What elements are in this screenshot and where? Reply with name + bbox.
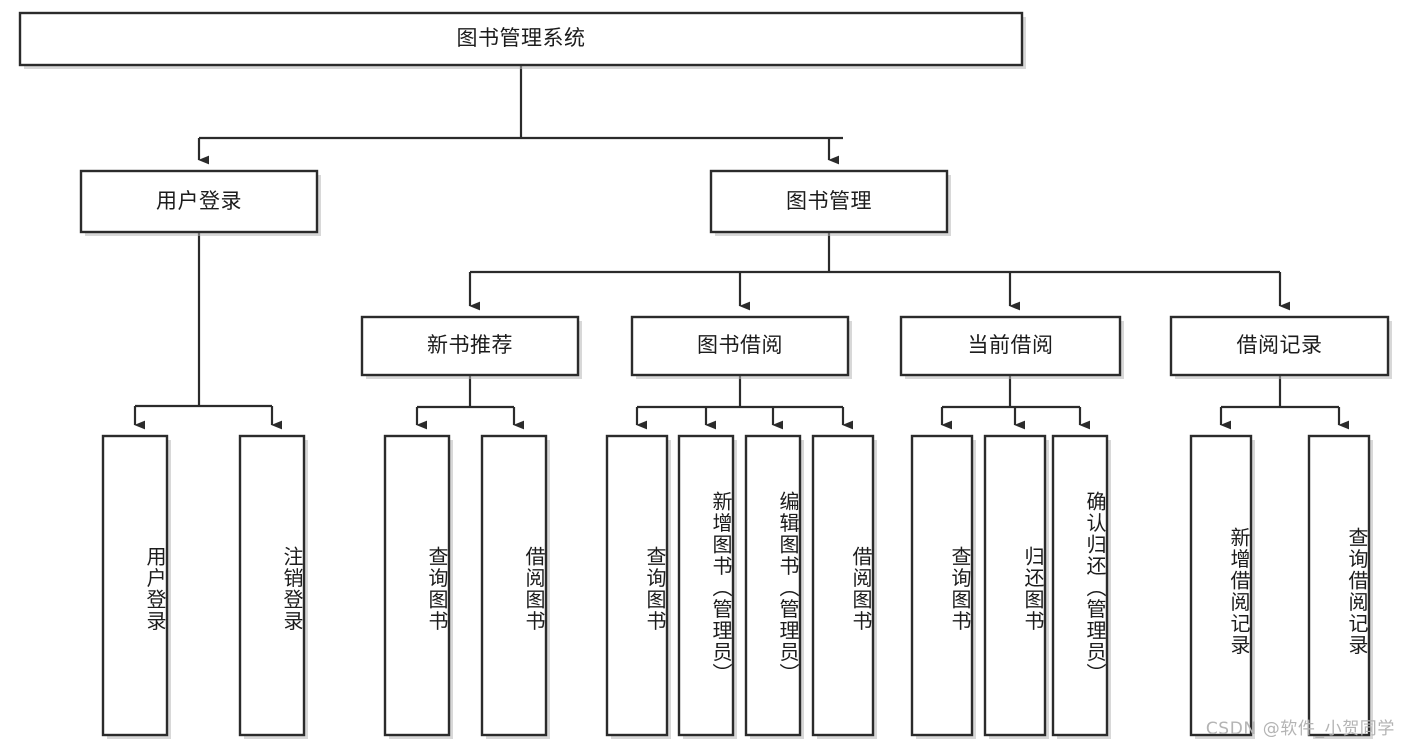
node-leaf-add-record[interactable] [1189, 434, 1255, 739]
node-book-borrow[interactable] [630, 315, 852, 379]
node-leaf-query-record[interactable] [1307, 434, 1373, 739]
node-leaf-query-book-3[interactable] [910, 434, 976, 739]
node-borrow-record[interactable] [1169, 315, 1392, 379]
edge-book-borrow-to-leaves [635, 375, 854, 430]
node-leaf-user-logout[interactable] [238, 434, 308, 739]
csdn-watermark: CSDN @软件_小贺同学 [1205, 719, 1395, 739]
node-leaf-confirm-return[interactable] [1051, 434, 1111, 739]
node-leaf-borrow-book-2[interactable] [811, 434, 877, 739]
edge-current-borrow-to-leaves [940, 375, 1091, 430]
node-layer [18, 11, 1392, 739]
edge-new-book-rec-to-leaves [415, 375, 525, 430]
node-leaf-add-book[interactable] [677, 434, 737, 739]
node-book-manage[interactable] [709, 169, 951, 236]
node-leaf-query-book-1[interactable] [383, 434, 453, 739]
node-leaf-query-book-2[interactable] [605, 434, 671, 739]
edge-root-to-level2 [197, 65, 843, 165]
connector-layer [133, 65, 1350, 430]
node-new-book-rec[interactable] [360, 315, 582, 379]
edge-user-login-to-leaves [133, 232, 283, 430]
node-leaf-return-book[interactable] [983, 434, 1049, 739]
edge-borrow-record-to-leaves [1219, 375, 1350, 430]
node-leaf-borrow-book-1[interactable] [480, 434, 550, 739]
node-leaf-user-login[interactable] [101, 434, 171, 739]
node-current-borrow[interactable] [899, 315, 1124, 379]
node-root[interactable] [18, 11, 1026, 69]
node-leaf-edit-book[interactable] [744, 434, 804, 739]
edge-book-manage-to-level3 [468, 232, 1291, 311]
node-user-login[interactable] [79, 169, 321, 236]
